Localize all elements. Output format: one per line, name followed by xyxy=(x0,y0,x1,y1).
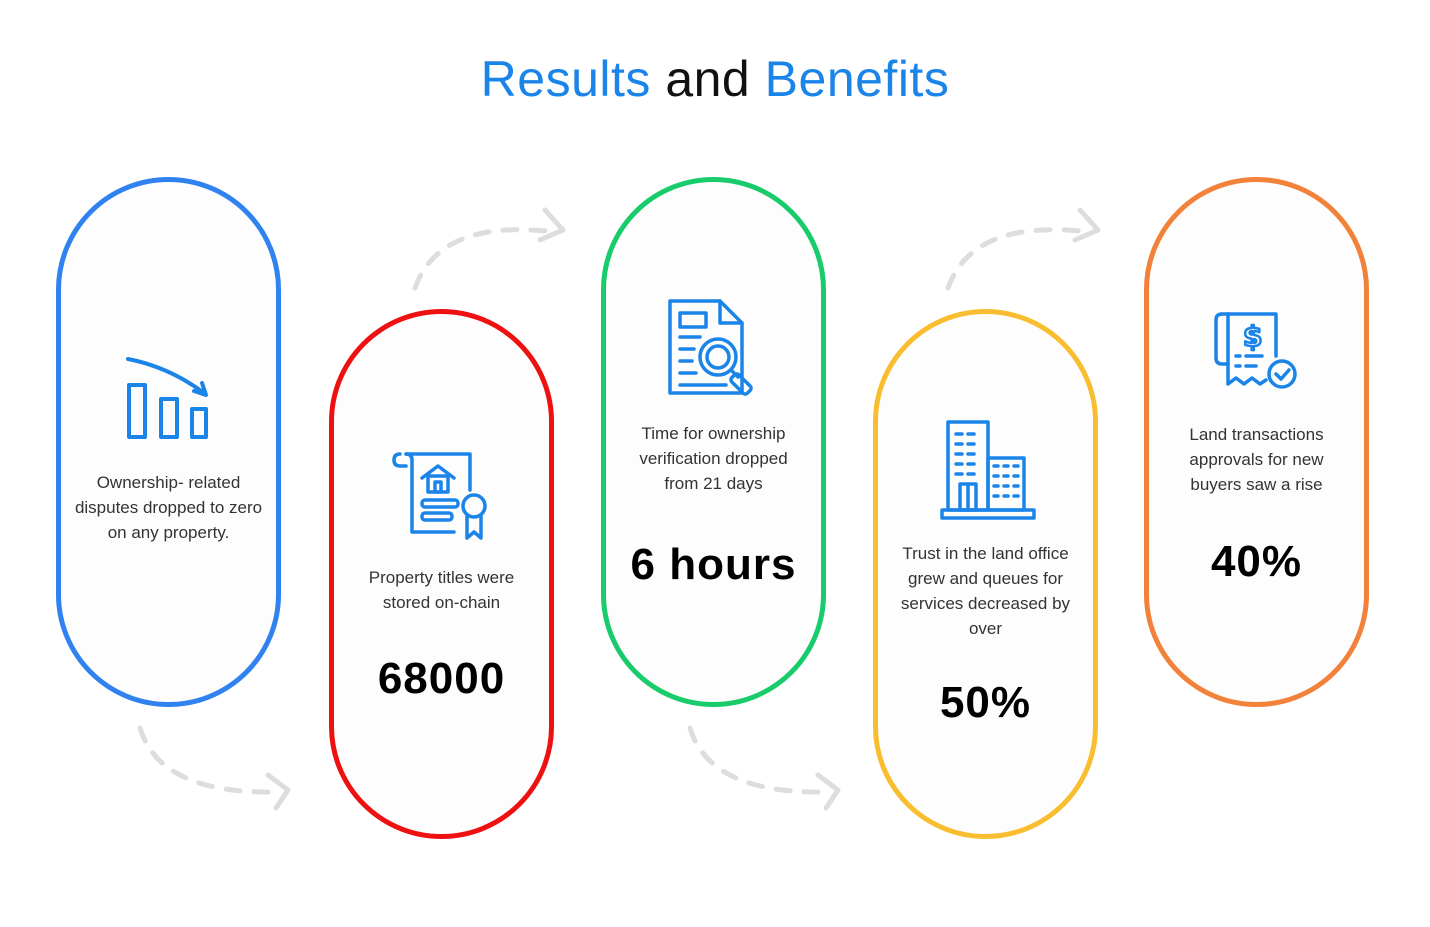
connector-arrow-1 xyxy=(137,725,283,795)
card-description: Time for ownership verification dropped … xyxy=(639,424,788,493)
card-description: Property titles were stored on-chain xyxy=(368,568,515,612)
card-stat-value: 6 hours xyxy=(630,540,797,589)
result-card-titles: Property titles were stored on-chain 680… xyxy=(329,309,554,839)
result-card-verification: Time for ownership verification dropped … xyxy=(601,177,826,707)
connector-arrow-head-4 xyxy=(1072,207,1101,243)
card-stat-value: 50% xyxy=(939,678,1032,727)
connector-arrow-head-1 xyxy=(265,772,291,811)
connector-arrow-head-2 xyxy=(537,207,566,243)
card-description: Trust in the land office grew and queues… xyxy=(900,544,1071,638)
result-card-approvals: $ Land transactions approvals for new bu… xyxy=(1144,177,1369,707)
connector-arrow-4 xyxy=(945,227,1093,291)
receipt-check-icon: $ xyxy=(1149,308,1364,394)
card-description: Land transactions approvals for new buye… xyxy=(1189,425,1324,494)
connector-arrow-3 xyxy=(687,725,833,795)
title-and: and xyxy=(665,51,751,107)
title-results: Results xyxy=(480,51,651,107)
result-card-trust: Trust in the land office grew and queues… xyxy=(873,309,1098,839)
page-title: Results and Benefits xyxy=(0,50,1430,108)
title-benefits: Benefits xyxy=(764,51,950,107)
chart-decrease-icon xyxy=(61,355,276,441)
property-certificate-icon xyxy=(334,446,549,542)
document-search-icon xyxy=(606,297,821,401)
result-card-disputes: Ownership- related disputes dropped to z… xyxy=(56,177,281,707)
svg-text:$: $ xyxy=(1243,320,1262,353)
connector-arrow-head-3 xyxy=(815,772,841,811)
office-buildings-icon xyxy=(878,418,1093,522)
connector-arrow-2 xyxy=(412,227,558,291)
card-stat-value: 40% xyxy=(1210,537,1303,586)
card-description: Ownership- related disputes dropped to z… xyxy=(74,473,263,542)
card-stat-value: 68000 xyxy=(377,654,506,703)
